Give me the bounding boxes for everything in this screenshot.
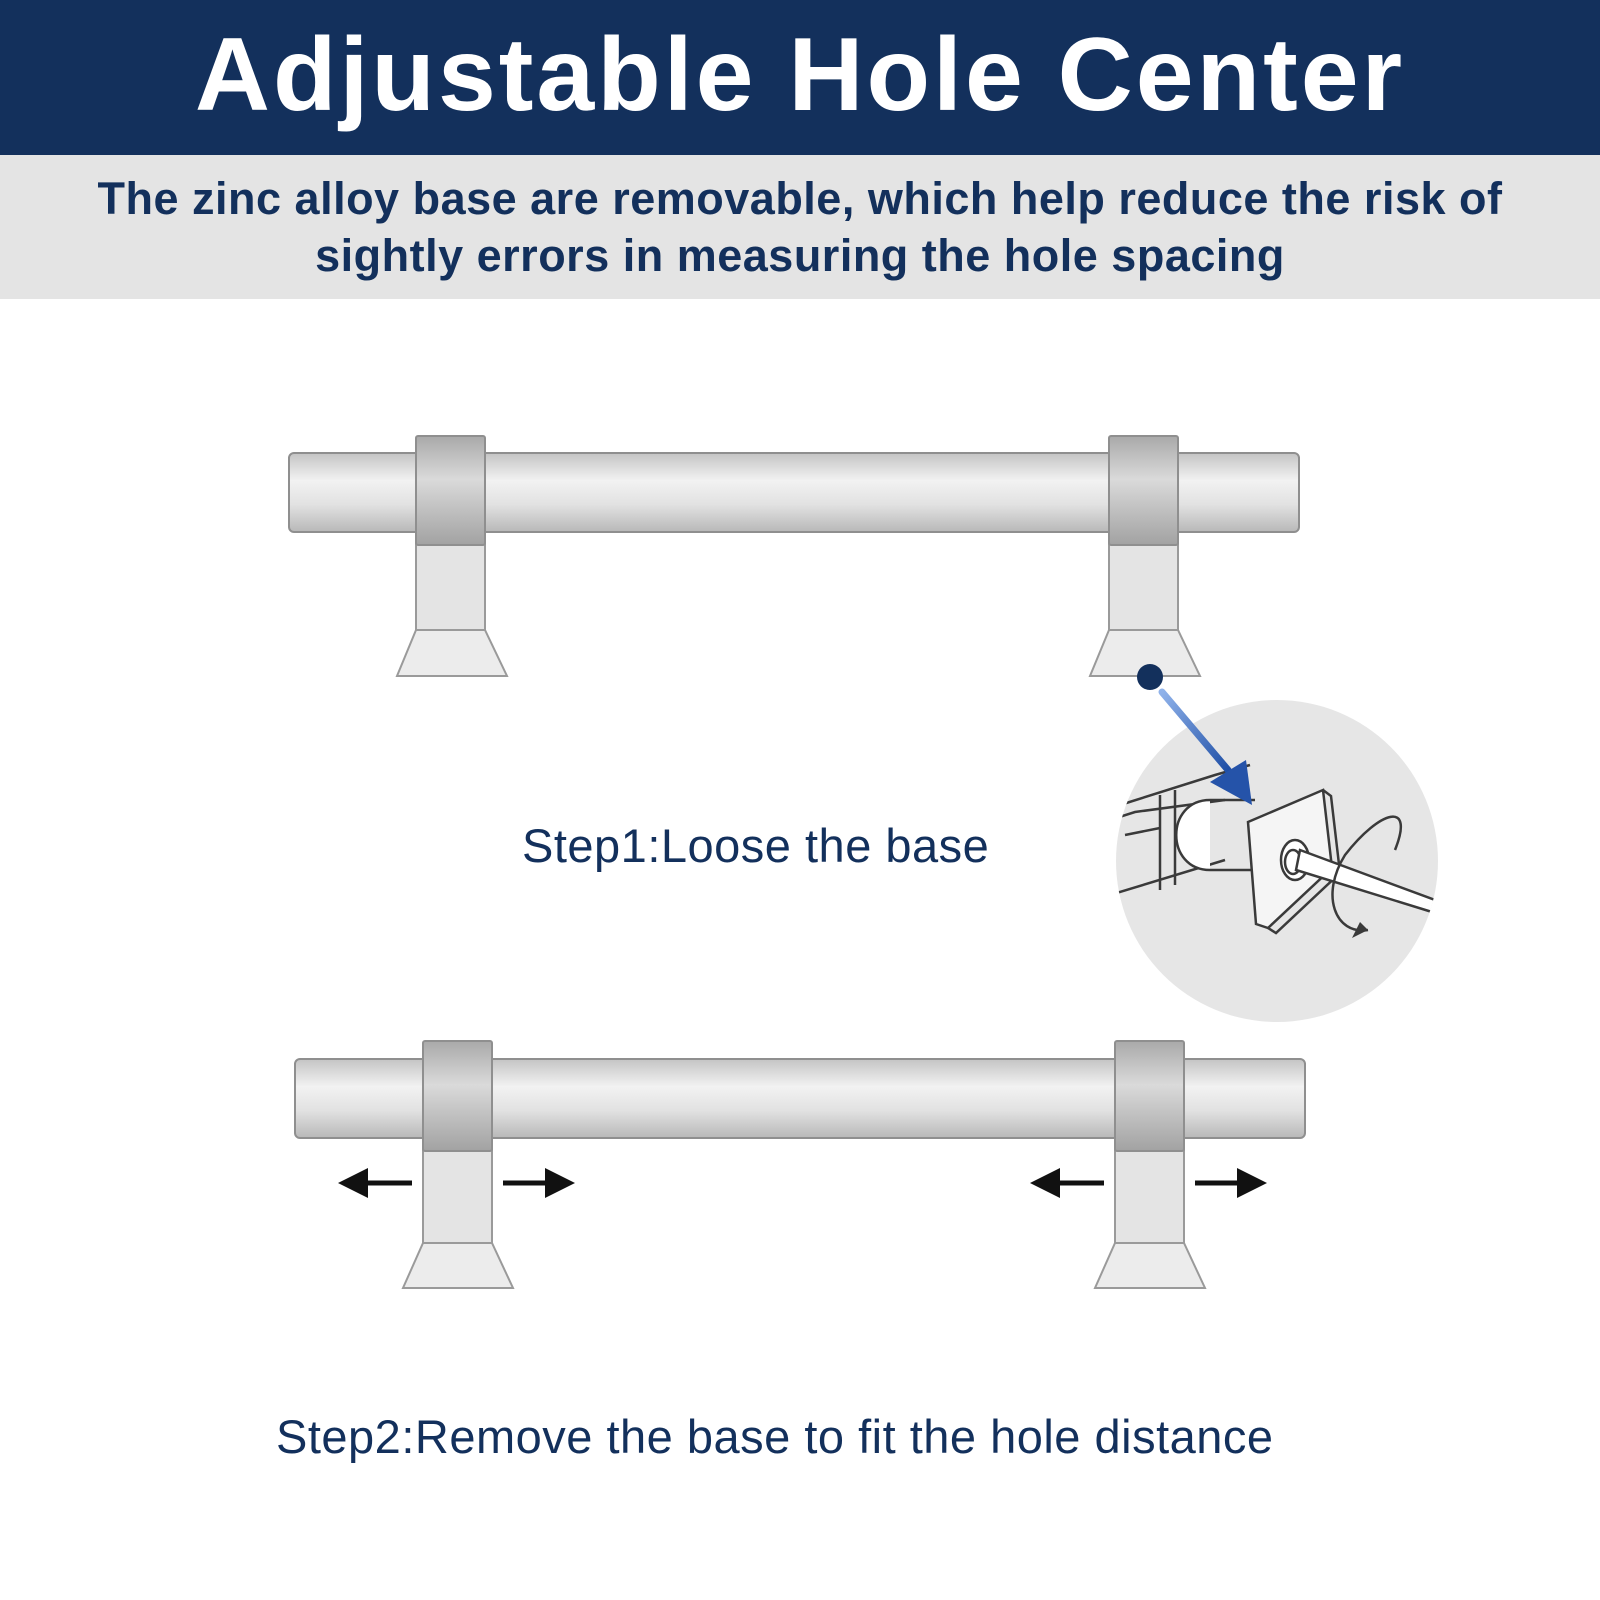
subtitle-band: The zinc alloy base are removable, which… <box>0 155 1600 299</box>
callout-pointer <box>1137 664 1252 805</box>
handle-bottom <box>294 1040 1306 1289</box>
arrow-right-icon <box>503 1168 575 1198</box>
handle-base-left <box>395 435 509 677</box>
header-banner: Adjustable Hole Center <box>0 0 1600 155</box>
handle-base-right <box>1088 435 1202 677</box>
page-title: Adjustable Hole Center <box>194 16 1406 133</box>
step2-label: Step2:Remove the base to fit the hole di… <box>276 1410 1274 1463</box>
magnified-base-screw-icon <box>1116 700 1438 1022</box>
handle-base-left <box>401 1040 515 1289</box>
handle-top <box>288 435 1300 677</box>
handle-bar <box>288 452 1300 533</box>
subtitle-text: The zinc alloy base are removable, which… <box>97 173 1503 281</box>
rotate-arrow-icon <box>1331 815 1402 932</box>
step1-label: Step1:Loose the base <box>522 819 990 872</box>
arrow-left-icon <box>1030 1168 1104 1198</box>
handle-base-right <box>1093 1040 1207 1289</box>
handle-bar <box>294 1058 1306 1139</box>
arrow-left-icon <box>338 1168 412 1198</box>
arrow-right-icon <box>1195 1168 1267 1198</box>
